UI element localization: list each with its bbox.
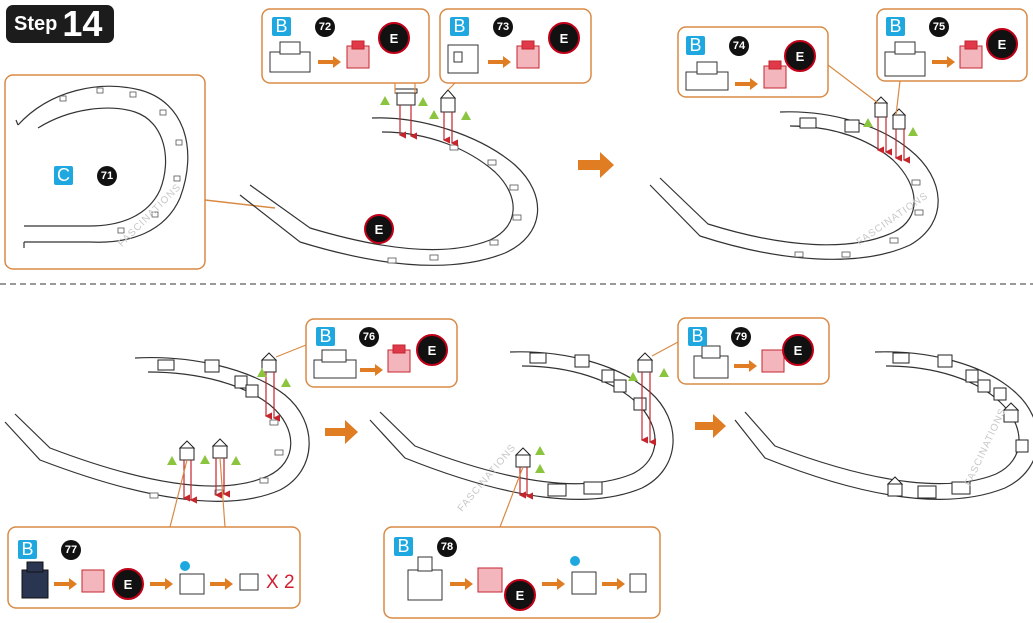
part-number-71: 71 — [97, 166, 117, 186]
progress-arrow-1 — [578, 152, 614, 178]
callout-icons — [21, 40, 983, 601]
leader-79 — [651, 341, 679, 357]
e-badge-76: E — [416, 334, 448, 366]
sheet-label-74: B — [686, 36, 705, 55]
leader-72 — [394, 83, 416, 93]
house-73-placed — [439, 89, 457, 113]
green-markers-p2 — [380, 96, 471, 120]
houses-panel-4 — [157, 352, 278, 461]
track-e-badge: E — [364, 214, 394, 244]
callout-box-77 — [7, 526, 301, 609]
step-number: 14 — [62, 3, 103, 44]
houses-panel-3 — [799, 96, 907, 133]
green-markers-p3 — [863, 118, 918, 136]
part-number-78: 78 — [437, 537, 457, 557]
house-72-placed — [394, 88, 418, 106]
part-number-79: 79 — [731, 327, 751, 347]
part-71-track — [15, 85, 189, 248]
leader-74 — [827, 64, 879, 104]
glue-dots — [180, 556, 580, 571]
leader-76 — [275, 344, 307, 358]
leader-73 — [447, 82, 456, 91]
e-badge-77: E — [112, 568, 144, 600]
leader-75 — [895, 80, 901, 116]
sheet-label-79: B — [688, 327, 707, 346]
part-number-76: 76 — [359, 327, 379, 347]
part-number-77: 77 — [61, 540, 81, 560]
track-panel-2 — [239, 117, 539, 266]
track-panel-5 — [369, 351, 674, 500]
placement-arrows-p4 — [182, 372, 280, 504]
track-panel-6 — [734, 351, 1033, 500]
e-badge-75: E — [986, 28, 1018, 60]
houses-panel-6 — [886, 352, 1029, 499]
sheet-label-71: C — [54, 166, 73, 185]
green-markers-p5 — [535, 368, 669, 473]
step-word: Step — [14, 12, 58, 35]
placement-arrows-p3 — [876, 117, 910, 164]
part-number-73: 73 — [493, 17, 513, 37]
sheet-label-77: B — [18, 540, 37, 559]
part-number-75: 75 — [929, 17, 949, 37]
track-panel-3 — [649, 111, 939, 260]
e-badge-73: E — [548, 22, 580, 54]
progress-arrow-2 — [325, 420, 358, 444]
part-number-72: 72 — [315, 17, 335, 37]
e-badge-72: E — [378, 22, 410, 54]
sheet-label-73: B — [450, 17, 469, 36]
e-badge-79: E — [782, 334, 814, 366]
e-badge-74: E — [784, 40, 816, 72]
leader-71 — [204, 199, 276, 209]
e-badge-78: E — [504, 579, 536, 611]
houses-panel-5 — [514, 352, 654, 497]
step-label: Step 14 — [6, 5, 114, 43]
sheet-label-76: B — [316, 327, 335, 346]
sheet-label-75: B — [886, 17, 905, 36]
multiplier-77: X 2 — [266, 572, 295, 593]
leader-78 — [499, 466, 524, 528]
leader-77 — [169, 457, 226, 528]
track-panel-4 — [4, 356, 310, 502]
placement-arrows-p2 — [398, 105, 458, 147]
part-number-74: 74 — [729, 36, 749, 56]
green-markers-p4 — [167, 368, 291, 465]
placement-arrows-p5 — [518, 372, 656, 500]
sheet-label-78: B — [394, 537, 413, 556]
sheet-label-72: B — [272, 17, 291, 36]
progress-arrow-3 — [695, 414, 726, 438]
